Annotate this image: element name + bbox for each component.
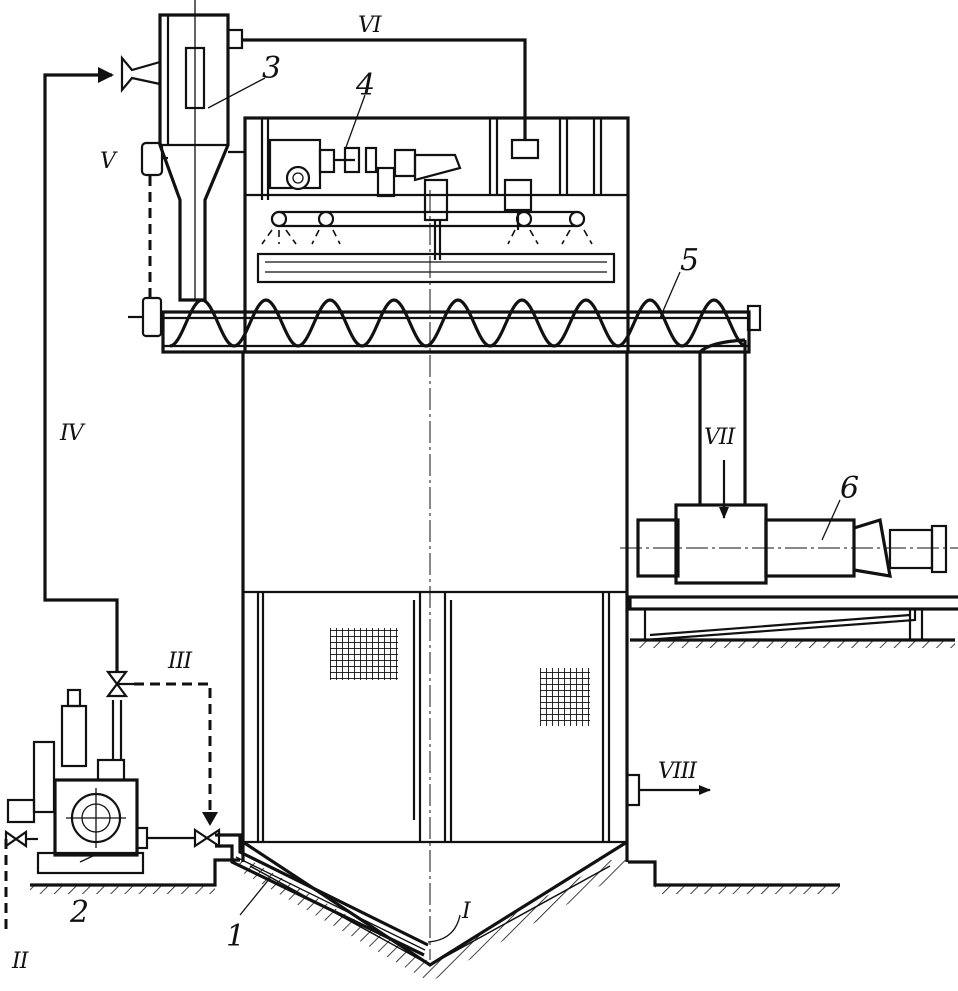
screen-mesh-left: [330, 628, 398, 680]
screen-mesh-right: [540, 668, 590, 726]
press: [620, 503, 958, 648]
stream-label-viii: VIII: [658, 759, 698, 784]
stream-label-ii: II: [11, 949, 30, 974]
screw-conveyor: [128, 296, 762, 505]
stream-iv-pipe: [43, 73, 119, 672]
stream-vi-pipe: [242, 38, 527, 140]
stream-viii-outlet: [625, 773, 711, 807]
label-6: 6: [840, 471, 859, 506]
valves: [4, 670, 221, 849]
label-4: 4: [355, 68, 375, 103]
label-2: 2: [69, 895, 89, 930]
stream-label-vi: VI: [358, 13, 383, 38]
stream-label-vii: VII: [704, 425, 737, 450]
stream-label-v: V: [100, 149, 118, 174]
stream-label-iv: IV: [59, 421, 86, 446]
feed-pipe: [215, 833, 429, 957]
pump: [6, 688, 195, 875]
stream-iii-bypass: [134, 682, 212, 820]
label-3: 3: [262, 51, 281, 86]
main-vessel: [241, 352, 629, 967]
leader-lines: [79, 77, 841, 943]
stream-label-iii: III: [167, 649, 193, 674]
label-1: 1: [226, 919, 245, 954]
label-5: 5: [680, 243, 699, 278]
drive-housing: [243, 116, 630, 354]
cyclone: [120, 0, 246, 302]
screw-flight: [169, 298, 745, 348]
stream-label-i: I: [461, 899, 472, 924]
